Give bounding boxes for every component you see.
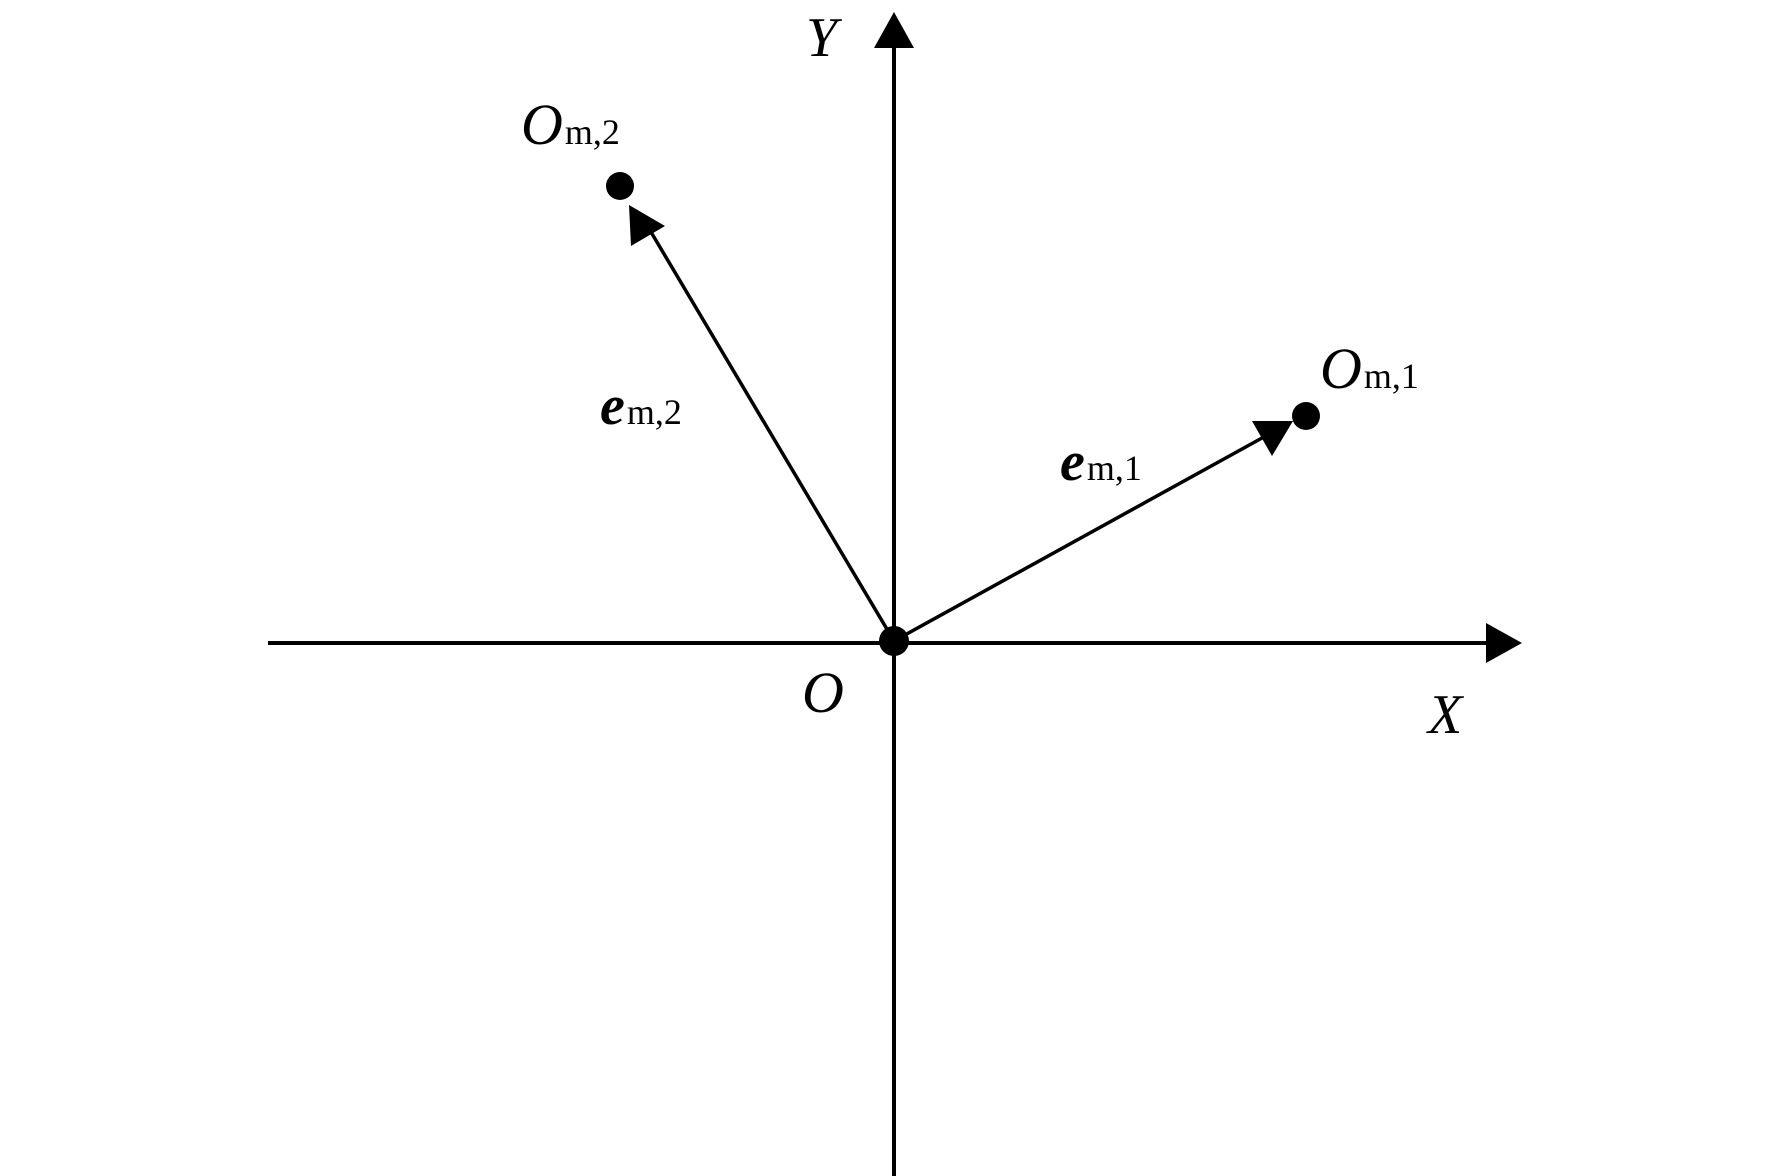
point-om2-label: Om,2 [521, 92, 620, 157]
x-axis-label: X [1426, 684, 1465, 746]
origin-point [879, 626, 909, 656]
vector-em1-arrowhead [1252, 421, 1293, 456]
point-om2 [606, 172, 634, 200]
vector-em2-shaft [646, 226, 896, 642]
vector-em1-shaft [893, 436, 1263, 643]
x-axis-arrowhead [1486, 623, 1522, 663]
vector-em1-label: em,1 [1060, 431, 1142, 493]
point-om1 [1292, 402, 1320, 430]
y-axis-arrowhead [874, 12, 914, 48]
vector-em2-label: em,2 [600, 375, 682, 437]
point-om1-label: Om,1 [1320, 336, 1419, 401]
origin-label: O [802, 660, 844, 725]
vector-em2-arrowhead [629, 205, 665, 246]
y-axis-label: Y [806, 7, 843, 69]
